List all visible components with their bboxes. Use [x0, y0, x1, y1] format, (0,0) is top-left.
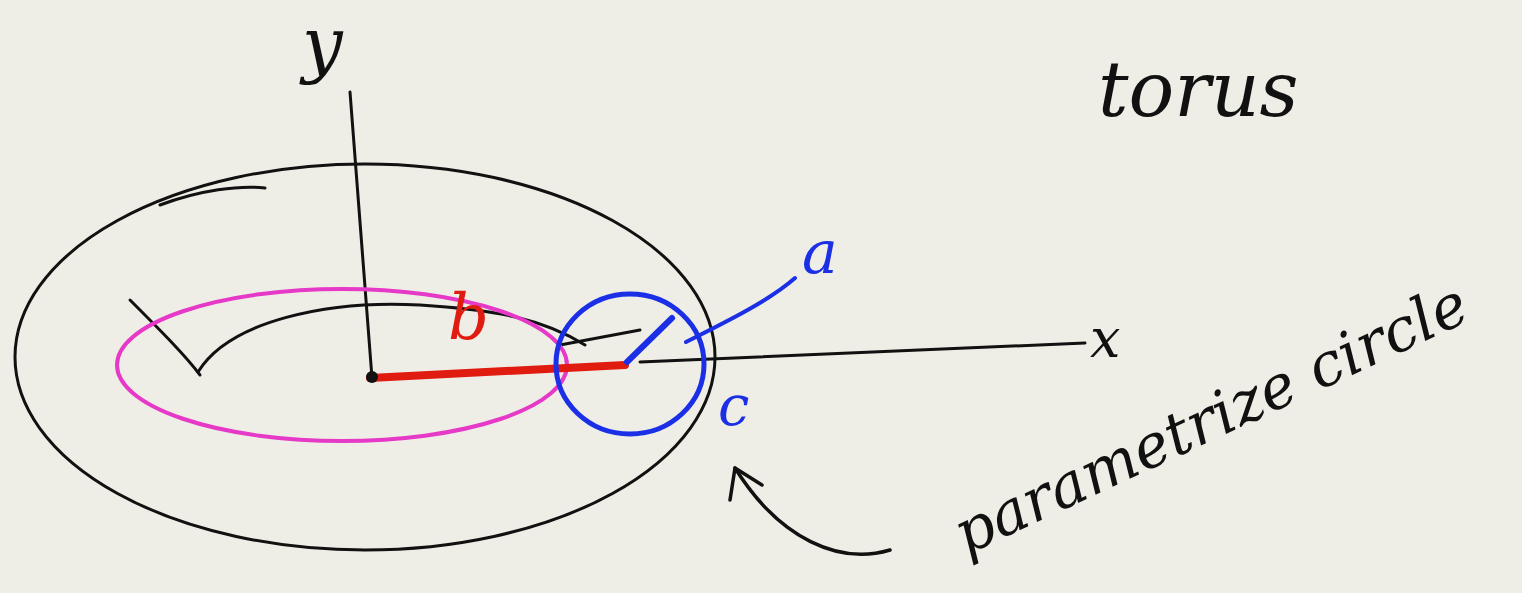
title-note: torus — [1098, 52, 1299, 128]
radius-b — [370, 365, 625, 378]
note-text: parametrize circle — [944, 273, 1476, 564]
axis-label: y — [302, 8, 343, 80]
circle-label: c — [718, 378, 749, 434]
radius-a — [627, 318, 672, 362]
radius-label: a — [802, 222, 838, 282]
axis-label: x — [1090, 312, 1120, 366]
leader-a — [686, 278, 795, 342]
top-mark — [160, 187, 265, 205]
hole-edge — [560, 330, 640, 345]
arrow-head — [730, 468, 762, 500]
tube-circle-c — [556, 294, 704, 434]
y-axis — [350, 92, 372, 378]
magenta-loop — [117, 289, 567, 441]
torus-hole — [198, 304, 585, 372]
torus-outline — [15, 164, 715, 550]
x-axis — [640, 343, 1085, 362]
origin-dot — [366, 371, 378, 383]
inner-curve — [130, 300, 200, 375]
radius-label: b — [448, 285, 489, 349]
